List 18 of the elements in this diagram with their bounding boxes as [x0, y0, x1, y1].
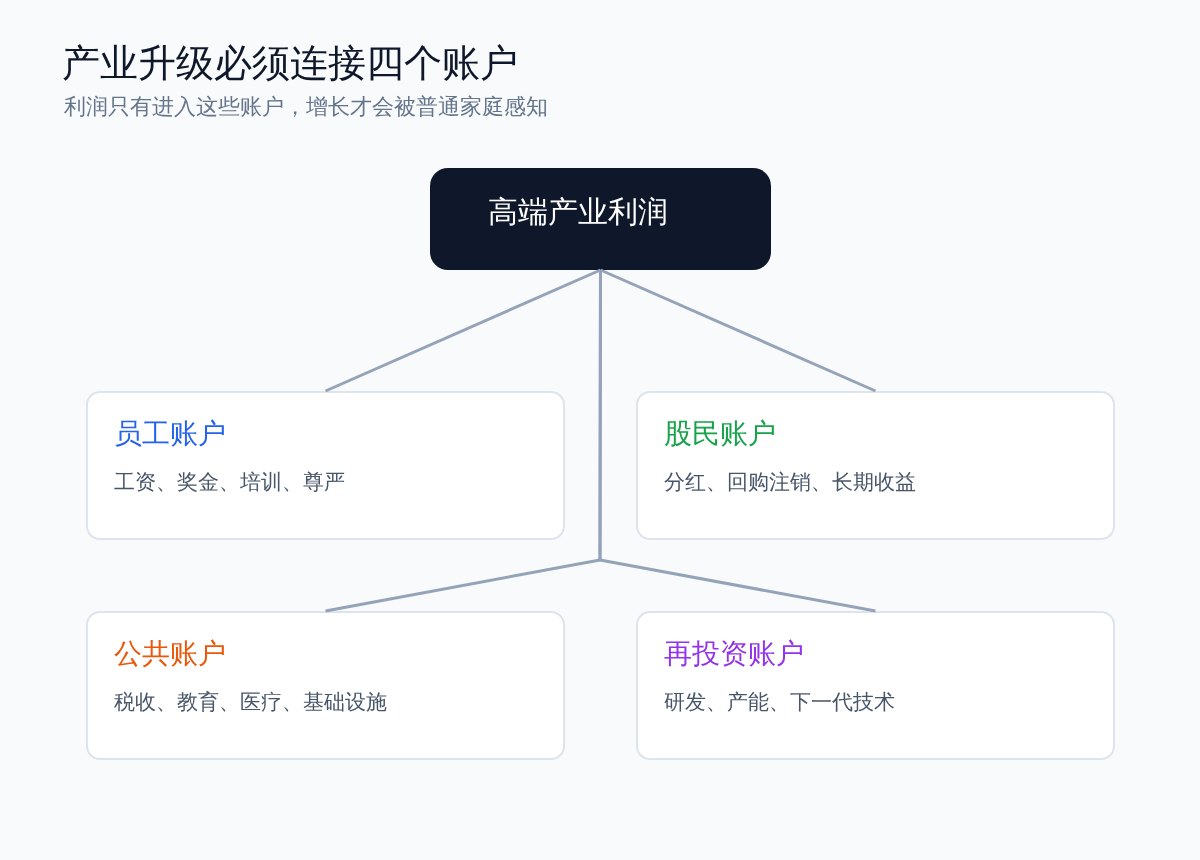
card-description: 工资、奖金、培训、尊严 [114, 469, 345, 497]
account-card [86, 611, 565, 760]
diagram-title: 产业升级必须连接四个账户 [62, 41, 518, 87]
account-card [636, 611, 1115, 760]
card-title: 员工账户 [114, 416, 226, 452]
account-card [86, 391, 565, 540]
card-description: 分红、回购注销、长期收益 [664, 469, 916, 497]
connector-line [599, 268, 877, 393]
subtitle: 利润只有进入这些账户，增长才会被普通家庭感知 [64, 94, 548, 121]
card-description: 税收、教育、医疗、基础设施 [114, 689, 387, 717]
account-card [636, 391, 1115, 540]
source-box [430, 168, 771, 270]
card-title: 公共账户 [114, 636, 226, 672]
node-label: 高端产业利润 [488, 193, 668, 231]
card-title: 股民账户 [664, 416, 776, 452]
connector-line [324, 268, 602, 393]
card-title: 再投资账户 [664, 636, 804, 672]
card-description: 研发、产能、下一代技术 [664, 689, 895, 717]
